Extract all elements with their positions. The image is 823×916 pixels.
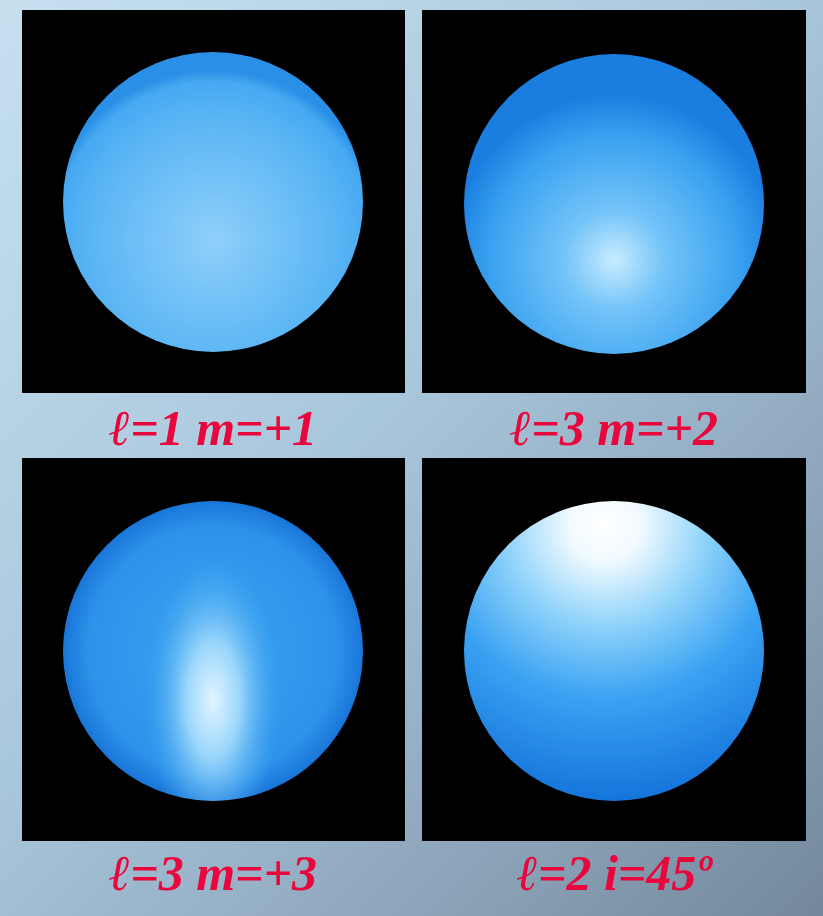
star-sphere (464, 54, 764, 354)
star-sphere (63, 501, 363, 801)
star-sphere (63, 52, 363, 352)
mode-label: ℓ=3 m=+3 (109, 848, 317, 898)
mode-label: ℓ=3 m=+2 (510, 403, 718, 453)
mode-label: ℓ=2 i=45º (517, 848, 712, 898)
pulsation-bright-zone (63, 501, 363, 801)
panel (22, 458, 405, 841)
panel (422, 458, 806, 841)
mode-label: ℓ=1 m=+1 (109, 403, 317, 453)
panel (422, 10, 806, 393)
panel (22, 10, 405, 393)
star-sphere (464, 501, 764, 801)
